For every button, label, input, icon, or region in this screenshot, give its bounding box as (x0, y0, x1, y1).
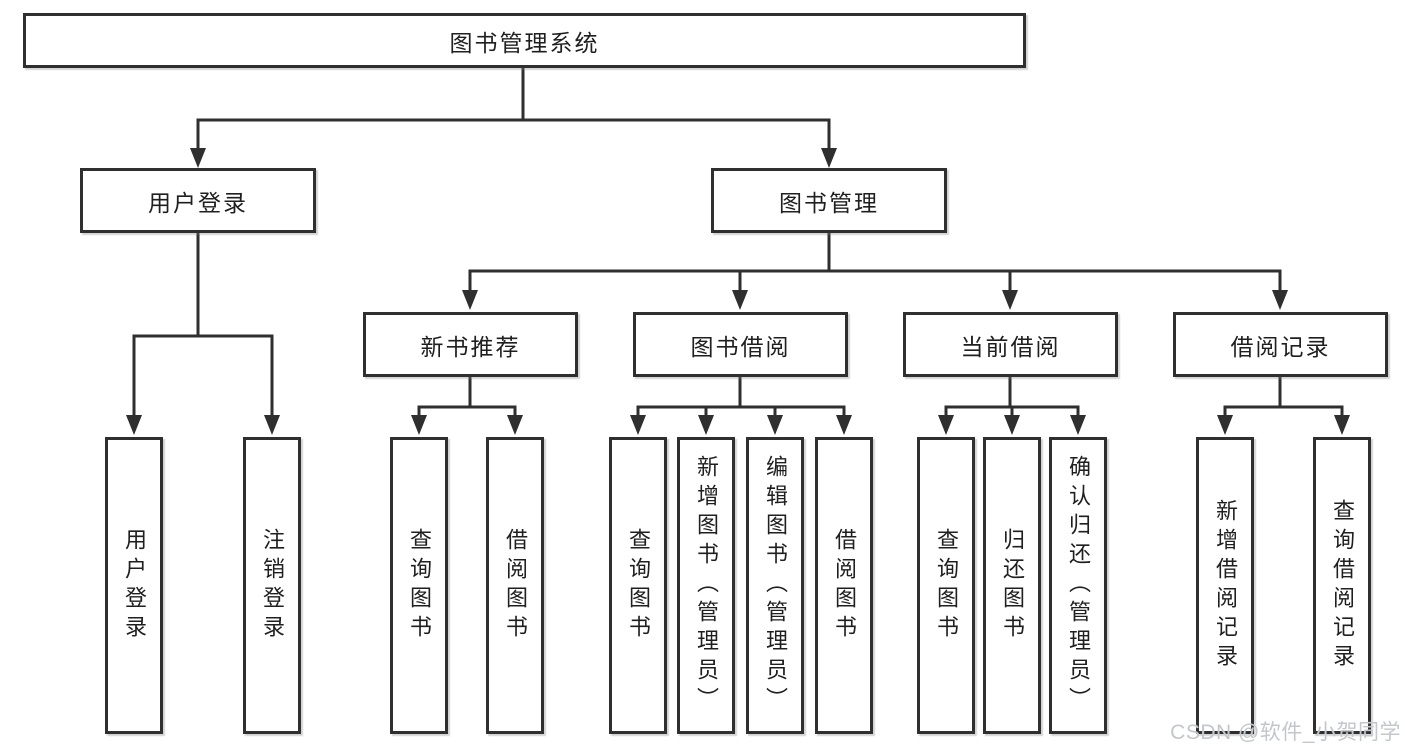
arrowheads (126, 148, 1350, 435)
csdn-watermark: CSDN @软件_小贺同学 (1170, 721, 1401, 744)
leaf-logout-label: 注销登录 (260, 527, 285, 644)
leaf-edit-book-admin: 编辑图书（管理员） (746, 437, 804, 734)
leaf-borrow-books: 借阅图书 (815, 437, 873, 734)
leaf-borrow-books-recommend: 借阅图书 (486, 437, 544, 734)
node-book-borrow-label: 图书借阅 (690, 333, 791, 360)
node-borrow-records-label: 借阅记录 (1230, 333, 1331, 360)
node-current-borrow-label: 当前借阅 (960, 333, 1061, 360)
leaf-logout: 注销登录 (243, 437, 301, 734)
node-root-label: 图书管理系统 (449, 29, 600, 56)
leaf-user-login-label: 用户登录 (122, 527, 147, 644)
node-user-login-label: 用户登录 (148, 189, 248, 216)
node-book-management-label: 图书管理 (779, 189, 879, 216)
node-new-book-recommend-label: 新书推荐 (420, 333, 521, 360)
leaf-edit-book-admin-label: 编辑图书（管理员） (763, 455, 788, 716)
leaf-query-books-recommend-label: 查询图书 (407, 527, 432, 644)
leaf-query-borrow-record-label: 查询借阅记录 (1330, 498, 1355, 673)
leaf-add-book-admin: 新增图书（管理员） (677, 437, 735, 734)
leaf-add-borrow-record: 新增借阅记录 (1196, 437, 1254, 734)
leaf-add-borrow-record-label: 新增借阅记录 (1213, 498, 1238, 673)
leaf-return-books-label: 归还图书 (1000, 527, 1025, 644)
leaf-add-book-admin-label: 新增图书（管理员） (694, 455, 719, 716)
leaf-query-books-borrow: 查询图书 (609, 437, 667, 734)
leaf-confirm-return-admin: 确认归还（管理员） (1049, 437, 1107, 734)
node-new-book-recommend: 新书推荐 (363, 312, 578, 377)
leaf-query-books-recommend: 查询图书 (390, 437, 448, 734)
leaf-borrow-books-recommend-label: 借阅图书 (503, 527, 528, 644)
node-root: 图书管理系统 (23, 13, 1026, 68)
leaf-borrow-books-label: 借阅图书 (832, 527, 857, 644)
node-current-borrow: 当前借阅 (903, 312, 1118, 377)
leaf-query-books-borrow-label: 查询图书 (626, 527, 651, 644)
node-book-borrow: 图书借阅 (633, 312, 848, 377)
leaf-query-borrow-record: 查询借阅记录 (1313, 437, 1371, 734)
leaf-query-books-current: 查询图书 (917, 437, 975, 734)
leaf-return-books: 归还图书 (983, 437, 1041, 734)
node-borrow-records: 借阅记录 (1173, 312, 1388, 377)
node-book-management: 图书管理 (711, 168, 947, 233)
leaf-confirm-return-admin-label: 确认归还（管理员） (1066, 455, 1091, 716)
node-user-login: 用户登录 (80, 168, 316, 233)
leaf-query-books-current-label: 查询图书 (934, 527, 959, 644)
leaf-user-login: 用户登录 (105, 437, 163, 734)
